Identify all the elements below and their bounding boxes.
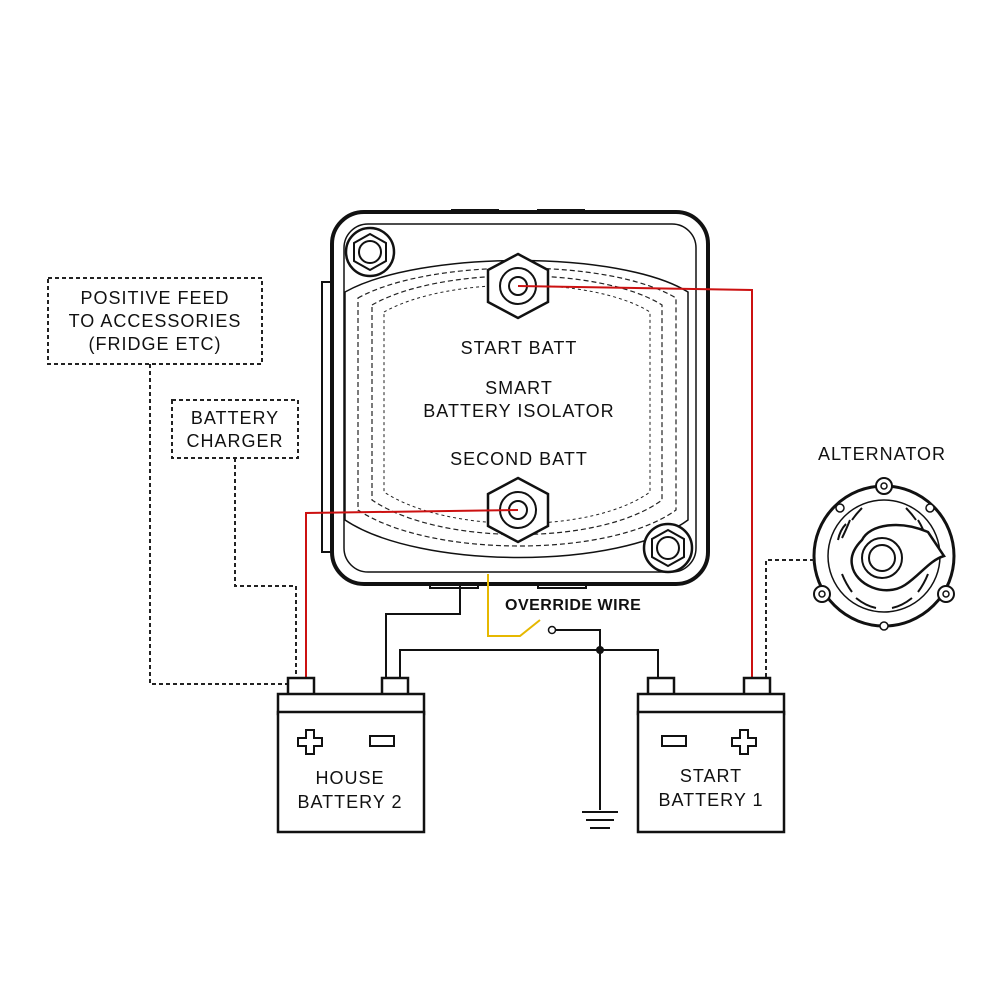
start-battery-line-2: BATTERY 1	[658, 790, 763, 810]
override-switch-contact	[547, 625, 557, 635]
isolator-title-line-2: BATTERY ISOLATOR	[423, 401, 614, 421]
plus-icon	[731, 729, 757, 755]
minus-icon	[369, 735, 395, 747]
positive-feed-box: POSITIVE FEED TO ACCESSORIES (FRIDGE ETC…	[47, 277, 263, 365]
positive-feed-line-2: TO ACCESSORIES	[69, 311, 242, 331]
negative-bus-wire	[399, 649, 659, 680]
start-battery: START BATTERY 1	[636, 676, 786, 834]
battery-charger-line-2: CHARGER	[186, 431, 283, 451]
start-battery-line-1: START	[680, 766, 742, 786]
override-wire-label: OVERRIDE WIRE	[505, 597, 641, 614]
positive-feed-line-3: (FRIDGE ETC)	[89, 334, 222, 354]
override-wire	[487, 574, 541, 637]
battery-charger-line-1: BATTERY	[191, 408, 279, 428]
battery-charger-box: BATTERY CHARGER	[171, 399, 299, 459]
positive-feed-line-1: POSITIVE FEED	[80, 288, 229, 308]
house-battery-line-1: HOUSE	[315, 768, 384, 788]
start-batt-label: START BATT	[461, 338, 578, 358]
positive-feed-line	[149, 364, 290, 685]
smart-battery-isolator	[321, 209, 710, 589]
battery-charger-line	[234, 458, 297, 680]
house-battery-line-2: BATTERY 2	[297, 792, 402, 812]
override-switch-wire	[556, 629, 601, 650]
minus-icon	[661, 735, 687, 747]
isolator-ground-wire	[385, 584, 461, 680]
nut-icon	[344, 226, 396, 278]
nut-icon	[642, 522, 694, 574]
alternator-label: ALTERNATOR	[818, 444, 946, 464]
second-batt-positive-wire	[305, 509, 519, 680]
alternator	[812, 477, 956, 631]
house-battery: HOUSE BATTERY 2	[276, 676, 426, 834]
isolator-title-line-1: SMART	[485, 378, 553, 398]
plus-icon	[297, 729, 323, 755]
ground-icon	[582, 811, 618, 829]
alternator-feed-line	[765, 559, 814, 680]
second-batt-label: SECOND BATT	[450, 449, 588, 469]
start-batt-positive-wire	[517, 285, 753, 680]
